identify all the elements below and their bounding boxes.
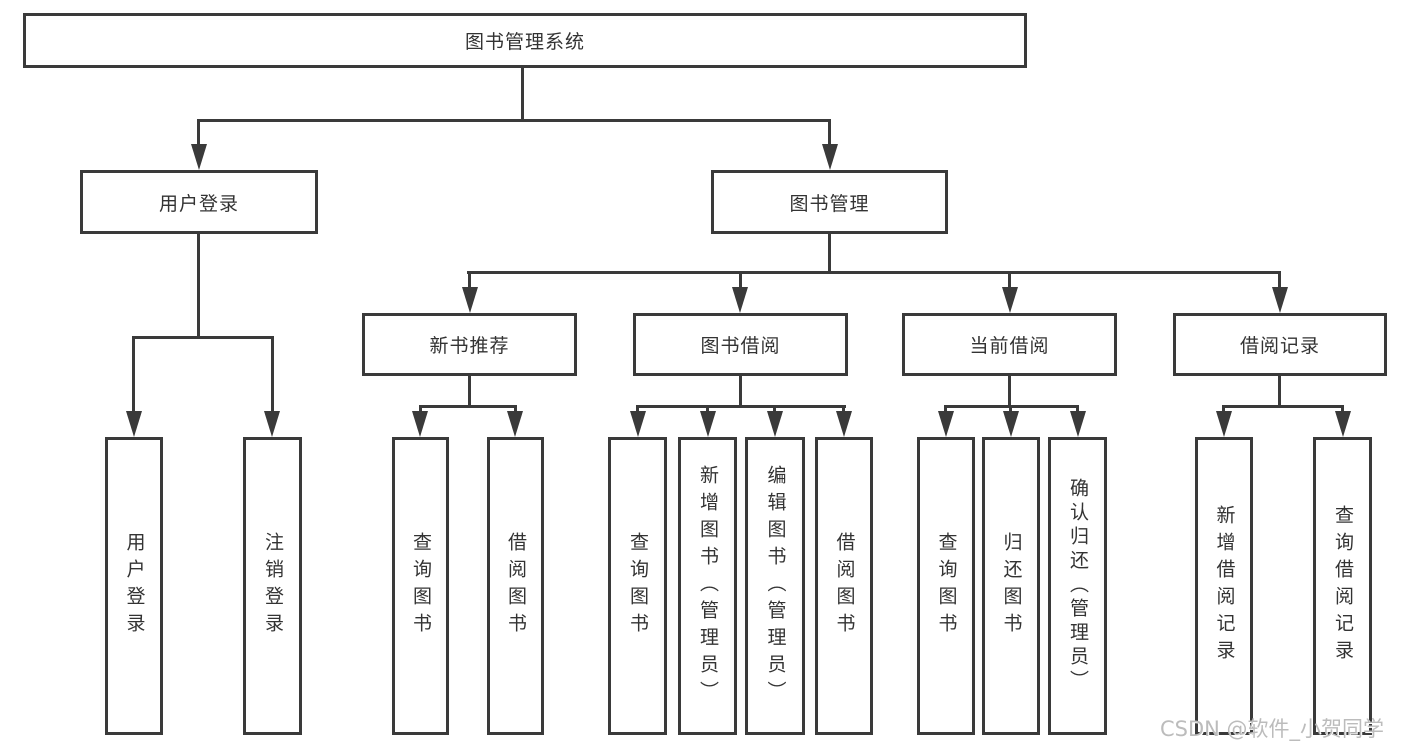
node-label: 当前借阅 bbox=[969, 335, 1050, 357]
connector bbox=[521, 68, 524, 121]
leaf-confirm-return-admin: 确认归还（管理员） bbox=[1048, 437, 1107, 735]
connector bbox=[945, 405, 1079, 408]
leaf-edit-book-admin: 编辑图书（管理员） bbox=[745, 437, 805, 735]
arrow-down-icon bbox=[938, 411, 954, 437]
node-borrow-records: 借阅记录 bbox=[1173, 313, 1387, 376]
arrow-down-icon bbox=[767, 411, 783, 437]
node-label: 用户登录 bbox=[158, 192, 239, 215]
node-new-book-recommend: 新书推荐 bbox=[362, 313, 577, 376]
node-book-management: 图书管理 bbox=[711, 170, 948, 234]
connector bbox=[944, 405, 947, 414]
arrow-down-icon bbox=[412, 411, 428, 437]
connector bbox=[132, 336, 274, 339]
leaf-return-book: 归还图书 bbox=[982, 437, 1040, 735]
node-label: 查询借阅记录 bbox=[1332, 505, 1354, 667]
arrow-down-icon bbox=[191, 144, 207, 170]
node-label: 图书管理系统 bbox=[464, 31, 585, 53]
connector bbox=[514, 405, 517, 414]
connector bbox=[739, 271, 742, 290]
connector bbox=[636, 405, 639, 414]
connector bbox=[1076, 405, 1079, 414]
connector bbox=[1278, 376, 1281, 407]
arrow-down-icon bbox=[732, 287, 748, 313]
leaf-user-login: 用户登录 bbox=[105, 437, 163, 735]
node-current-borrow: 当前借阅 bbox=[902, 313, 1117, 376]
connector bbox=[467, 271, 1281, 274]
connector bbox=[1223, 405, 1344, 408]
node-user-login: 用户登录 bbox=[80, 170, 318, 234]
connector bbox=[842, 405, 845, 414]
connector bbox=[636, 405, 846, 408]
connector bbox=[271, 336, 274, 414]
leaf-borrow-books-2: 借阅图书 bbox=[815, 437, 873, 735]
connector bbox=[197, 234, 200, 339]
node-label: 新书推荐 bbox=[429, 335, 510, 357]
connector bbox=[1009, 405, 1012, 414]
arrow-down-icon bbox=[1002, 287, 1018, 313]
node-label: 新增图书（管理员） bbox=[697, 464, 719, 708]
leaf-query-books-1: 查询图书 bbox=[392, 437, 449, 735]
node-label: 查询图书 bbox=[935, 532, 958, 640]
node-label: 注销登录 bbox=[262, 532, 284, 640]
node-label: 归还图书 bbox=[1000, 532, 1023, 640]
node-label: 借阅图书 bbox=[833, 532, 856, 640]
node-label: 图书管理 bbox=[789, 192, 870, 215]
arrow-down-icon bbox=[630, 411, 646, 437]
connector bbox=[1222, 405, 1225, 414]
arrow-down-icon bbox=[700, 411, 716, 437]
arrow-down-icon bbox=[1272, 287, 1288, 313]
csdn-watermark: CSDN @软件_小贺同学 bbox=[1160, 717, 1385, 741]
leaf-query-books-3: 查询图书 bbox=[917, 437, 975, 735]
connector bbox=[828, 119, 831, 147]
node-label: 查询图书 bbox=[410, 532, 432, 640]
node-library-management-system: 图书管理系统 bbox=[23, 13, 1027, 68]
connector bbox=[773, 405, 776, 414]
leaf-query-borrow-record: 查询借阅记录 bbox=[1313, 437, 1372, 735]
connector bbox=[739, 376, 742, 407]
node-label: 图书借阅 bbox=[700, 335, 781, 357]
connector bbox=[468, 271, 471, 290]
connector bbox=[468, 376, 471, 407]
connector bbox=[132, 336, 135, 414]
leaf-borrow-books-1: 借阅图书 bbox=[487, 437, 544, 735]
connector bbox=[828, 234, 831, 274]
connector bbox=[706, 405, 709, 414]
connector bbox=[419, 405, 422, 414]
arrow-down-icon bbox=[836, 411, 852, 437]
node-book-borrow: 图书借阅 bbox=[633, 313, 848, 376]
arrow-down-icon bbox=[507, 411, 523, 437]
arrow-down-icon bbox=[1335, 411, 1351, 437]
node-label: 用户登录 bbox=[123, 532, 146, 640]
arrow-down-icon bbox=[1003, 411, 1019, 437]
connector bbox=[1341, 405, 1344, 414]
node-label: 新增借阅记录 bbox=[1213, 505, 1236, 667]
connector bbox=[419, 405, 517, 408]
arrow-down-icon bbox=[822, 144, 838, 170]
leaf-logout: 注销登录 bbox=[243, 437, 302, 735]
connector bbox=[1008, 376, 1011, 407]
node-label: 确认归还（管理员） bbox=[1067, 478, 1089, 694]
arrow-down-icon bbox=[126, 411, 142, 437]
leaf-add-borrow-record: 新增借阅记录 bbox=[1195, 437, 1253, 735]
arrow-down-icon bbox=[462, 287, 478, 313]
connector bbox=[198, 119, 831, 122]
leaf-add-book-admin: 新增图书（管理员） bbox=[678, 437, 737, 735]
connector bbox=[1008, 271, 1011, 290]
node-label: 查询图书 bbox=[627, 532, 649, 640]
connector bbox=[1278, 271, 1281, 290]
node-label: 编辑图书（管理员） bbox=[764, 464, 787, 708]
arrow-down-icon bbox=[1216, 411, 1232, 437]
arrow-down-icon bbox=[264, 411, 280, 437]
connector bbox=[197, 119, 200, 147]
leaf-query-books-2: 查询图书 bbox=[608, 437, 667, 735]
node-label: 借阅图书 bbox=[505, 532, 527, 640]
node-label: 借阅记录 bbox=[1239, 335, 1320, 357]
arrow-down-icon bbox=[1070, 411, 1086, 437]
